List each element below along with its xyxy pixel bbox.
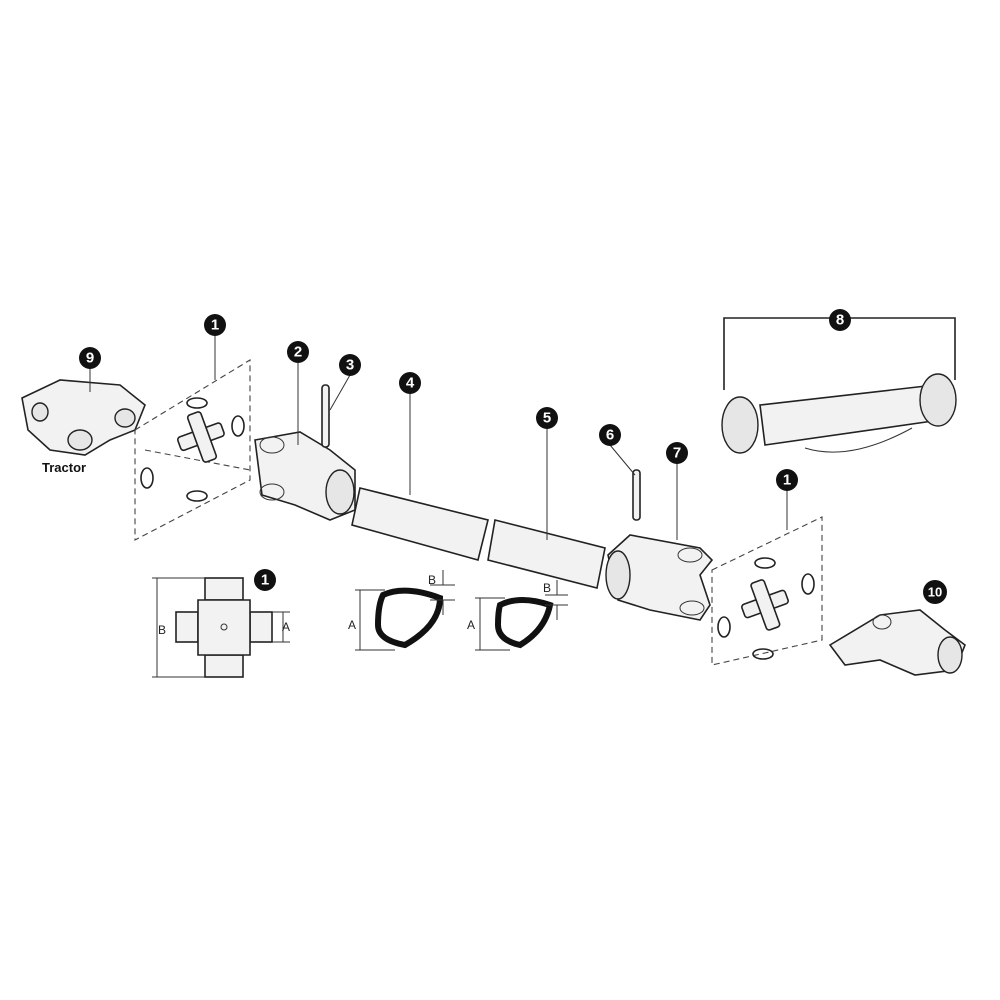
svg-text:9: 9 xyxy=(86,350,94,367)
tractor-yoke-part: Tractor xyxy=(21,379,146,475)
callout-1: 1 xyxy=(204,314,226,336)
dim-label-B: B xyxy=(158,623,166,637)
inner-yoke-part xyxy=(254,431,356,521)
outer-tube-profile: A B xyxy=(348,570,455,651)
callout-1-dimension: 1 xyxy=(254,569,276,591)
svg-text:4: 4 xyxy=(406,375,415,392)
inner-tube-part xyxy=(487,519,606,589)
outer-yoke-part xyxy=(605,534,714,621)
safety-guard-part xyxy=(721,317,957,454)
callout-3: 3 xyxy=(339,354,361,376)
spring-pin-part xyxy=(321,384,330,448)
callout-8: 8 xyxy=(829,309,851,331)
svg-text:5: 5 xyxy=(543,410,551,427)
svg-text:8: 8 xyxy=(836,312,844,329)
svg-text:7: 7 xyxy=(673,445,681,462)
leader-lines xyxy=(89,335,788,540)
tractor-label: Tractor xyxy=(42,460,86,475)
outer-tube-part xyxy=(351,487,489,561)
callout-10: 10 xyxy=(923,580,947,604)
svg-text:2: 2 xyxy=(294,344,302,361)
callout-4: 4 xyxy=(399,372,421,394)
cross-dimension-drawing: B A xyxy=(152,577,290,678)
callout-1-right: 1 xyxy=(776,469,798,491)
callout-2: 2 xyxy=(287,341,309,363)
inner-tube-profile: A B xyxy=(467,580,568,651)
svg-text:1: 1 xyxy=(261,572,269,589)
callout-5: 5 xyxy=(536,407,558,429)
callout-7: 7 xyxy=(666,442,688,464)
dim-label-B-1: B xyxy=(428,573,436,587)
svg-text:1: 1 xyxy=(783,472,791,489)
svg-text:1: 1 xyxy=(211,317,219,334)
implement-yoke-part xyxy=(828,609,966,676)
svg-text:3: 3 xyxy=(346,357,354,374)
dim-label-B-2: B xyxy=(543,581,551,595)
dim-label-A-1: A xyxy=(348,618,356,632)
cross-kit-left xyxy=(134,359,251,541)
dim-label-A: A xyxy=(282,620,290,634)
svg-text:6: 6 xyxy=(606,427,614,444)
dim-label-A-2: A xyxy=(467,618,475,632)
cross-kit-right xyxy=(711,516,823,666)
spring-pin-part-2 xyxy=(632,469,641,521)
callout-9: 9 xyxy=(79,347,101,369)
callout-6: 6 xyxy=(599,424,621,446)
svg-text:10: 10 xyxy=(928,585,942,600)
